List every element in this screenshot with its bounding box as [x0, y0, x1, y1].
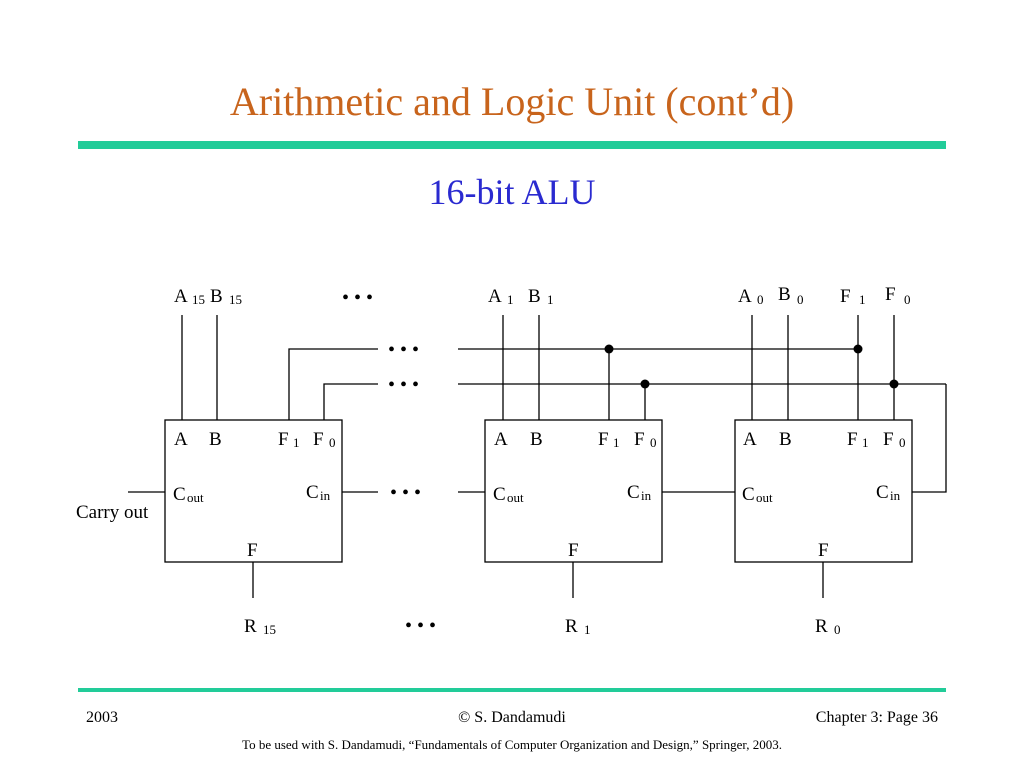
ellipsis-carry: • • •	[390, 482, 421, 504]
carry-out-label: Carry out	[76, 502, 149, 523]
block-cin: C	[876, 482, 889, 503]
footer-page: Chapter 3: Page 36	[815, 709, 938, 726]
label-b0-sub: 0	[797, 292, 804, 307]
block-input-b: B	[530, 429, 543, 450]
block-input-f1-sub: 1	[862, 435, 869, 450]
slide-title: Arithmetic and Logic Unit (cont’d)	[229, 79, 795, 124]
wire-carry-feedback	[912, 384, 947, 493]
bus-f0-left	[323, 383, 378, 420]
block-cin-sub: in	[890, 488, 901, 503]
block-input-f0-sub: 0	[899, 435, 906, 450]
block-cout-sub: out	[756, 490, 773, 505]
block-input-a: A	[743, 429, 757, 450]
block-cin: C	[627, 482, 640, 503]
label-f1-sub: 1	[859, 292, 866, 307]
label-b1: B	[528, 286, 541, 307]
junction-dot	[889, 379, 899, 389]
top-labels: A 15 B 15 A 1 B 1 A 0 B 0 F 1 F 0	[174, 284, 911, 307]
result-r15-sub: 15	[263, 622, 276, 637]
alu-block-0-labels: A B F 1 F 0 C out C in F R 0	[742, 429, 906, 637]
label-f0-sub: 0	[904, 292, 911, 307]
block-input-b: B	[209, 429, 222, 450]
block-input-f1: F	[598, 429, 609, 450]
label-a0: A	[738, 286, 752, 307]
block-input-f0: F	[313, 429, 324, 450]
block-input-b: B	[779, 429, 792, 450]
result-r1: R	[565, 616, 578, 637]
label-f1: F	[840, 286, 851, 307]
footer-note: To be used with S. Dandamudi, “Fundament…	[242, 737, 782, 752]
block-cout: C	[493, 484, 506, 505]
block-input-f1-sub: 1	[613, 435, 620, 450]
slide-subtitle: 16-bit ALU	[428, 172, 596, 212]
result-r1-sub: 1	[584, 622, 591, 637]
result-r15: R	[244, 616, 257, 637]
block-cout: C	[742, 484, 755, 505]
block-input-f1-sub: 1	[293, 435, 300, 450]
footer-author: © S. Dandamudi	[458, 709, 566, 726]
top-rule	[78, 141, 946, 149]
alu-block-15-labels: A B F 1 F 0 C out C in F R 15	[173, 429, 336, 637]
result-r0: R	[815, 616, 828, 637]
label-b15-sub: 15	[229, 292, 242, 307]
block-cin: C	[306, 482, 319, 503]
block-cout: C	[173, 484, 186, 505]
block-input-f0-sub: 0	[329, 435, 336, 450]
label-b1-sub: 1	[547, 292, 554, 307]
ellipses: • • • • • • • • • • • • • • •	[342, 287, 436, 637]
block-input-f0-sub: 0	[650, 435, 657, 450]
block-input-f0: F	[634, 429, 645, 450]
ellipsis-top: • • •	[342, 287, 373, 309]
block-output-f: F	[818, 540, 829, 561]
block-input-f1: F	[847, 429, 858, 450]
label-a1-sub: 1	[507, 292, 514, 307]
block-input-a: A	[174, 429, 188, 450]
block-cin-sub: in	[320, 488, 331, 503]
footer-year: 2003	[86, 709, 118, 726]
block-input-f1: F	[278, 429, 289, 450]
wires	[128, 315, 947, 598]
junction-dot	[640, 379, 650, 389]
block-input-a: A	[494, 429, 508, 450]
label-f0: F	[885, 284, 896, 305]
result-r0-sub: 0	[834, 622, 841, 637]
label-a1: A	[488, 286, 502, 307]
block-cout-sub: out	[507, 490, 524, 505]
block-cout-sub: out	[187, 490, 204, 505]
label-a15-sub: 15	[192, 292, 205, 307]
block-output-f: F	[568, 540, 579, 561]
label-a15: A	[174, 286, 188, 307]
alu-block-1-labels: A B F 1 F 0 C out C in F R 1	[493, 429, 657, 637]
block-output-f: F	[247, 540, 258, 561]
bus-f1-left	[288, 348, 378, 420]
label-b15: B	[210, 286, 223, 307]
ellipsis-f1-bus: • • •	[388, 339, 419, 361]
block-input-f0: F	[883, 429, 894, 450]
block-cin-sub: in	[641, 488, 652, 503]
junction-dot	[604, 344, 614, 354]
junctions	[604, 344, 899, 389]
label-a0-sub: 0	[757, 292, 764, 307]
bottom-rule	[78, 688, 946, 692]
junction-dot	[853, 344, 863, 354]
ellipsis-f0-bus: • • •	[388, 374, 419, 396]
ellipsis-results: • • •	[405, 615, 436, 637]
label-b0: B	[778, 284, 791, 305]
